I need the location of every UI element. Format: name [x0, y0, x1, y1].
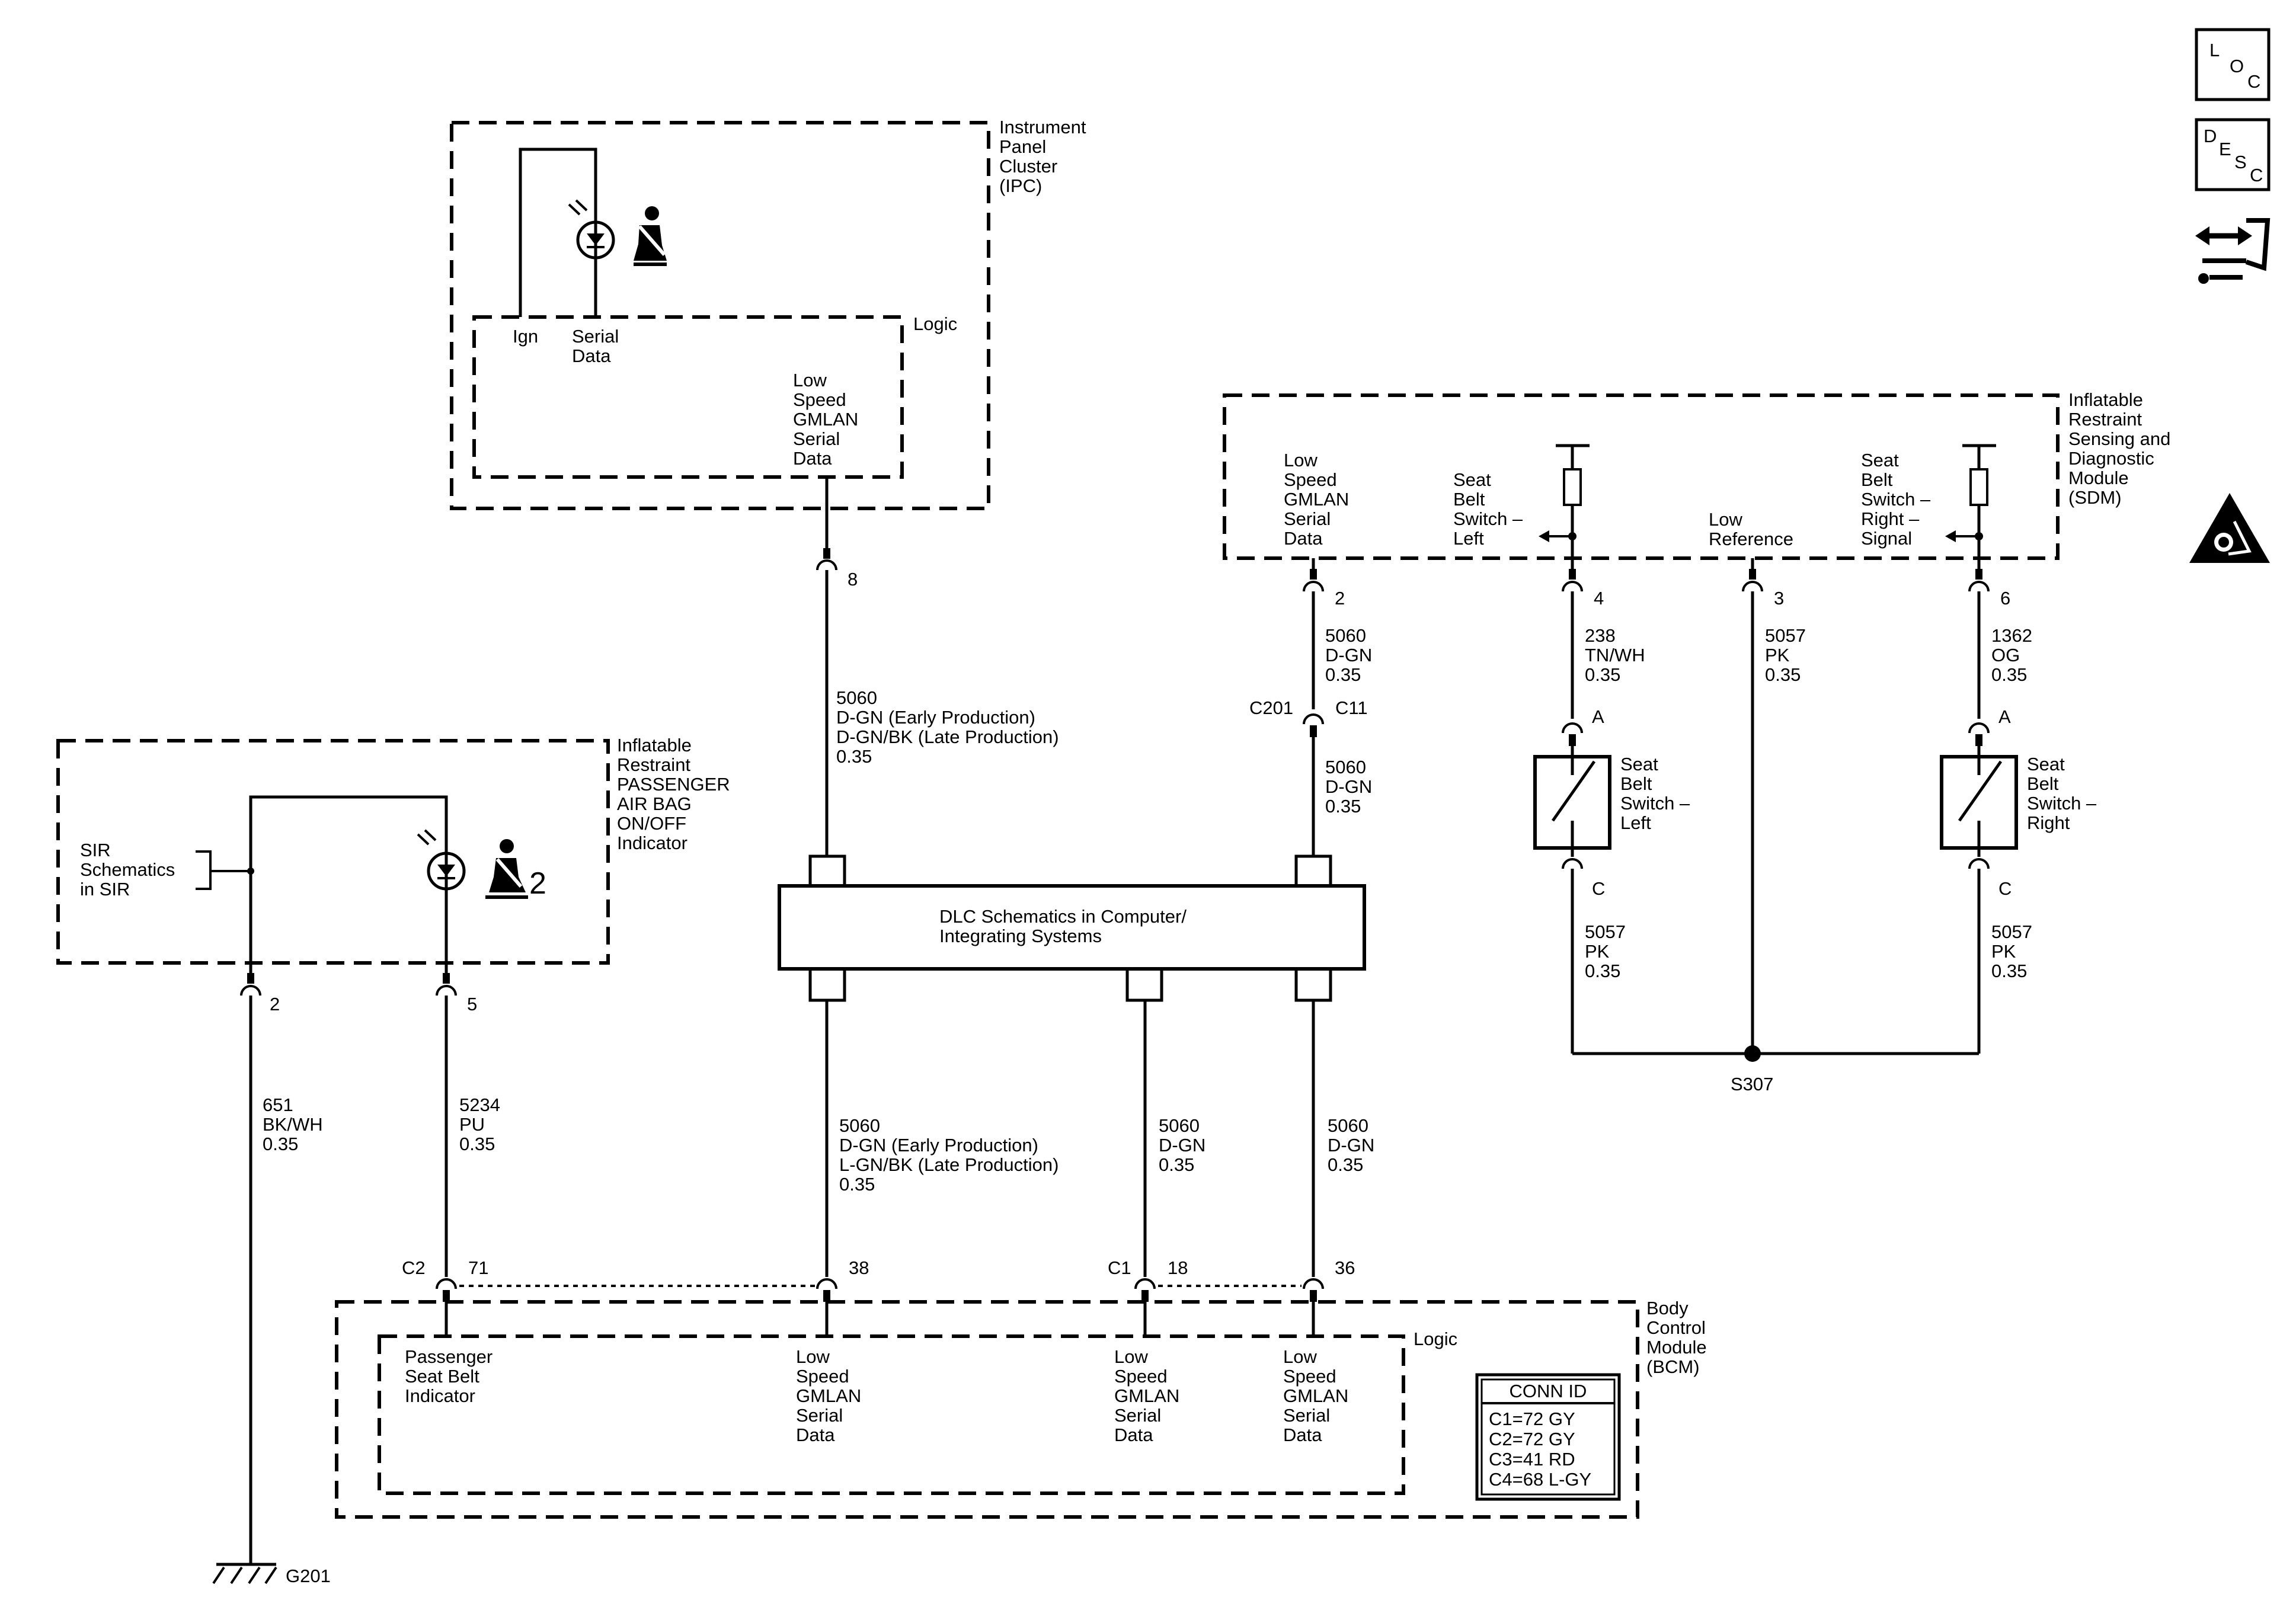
ground-icon: G201: [212, 1544, 331, 1586]
svg-text:C: C: [2250, 165, 2263, 185]
airbag-lamp: [417, 829, 466, 891]
seatbelt-lamp: [568, 199, 615, 260]
dlc-block: DLC Schematics in Computer/Integrating S…: [778, 854, 1366, 1002]
sdm-pins: 2 4 3 6: [1303, 558, 2010, 609]
seatbelt-icon: [634, 206, 667, 266]
sw-right-a: A: [1998, 706, 2011, 727]
bcm-c2-label: C2: [402, 1257, 426, 1278]
pass-pin-5: 5: [467, 994, 477, 1014]
c11-label: C11: [1335, 697, 1368, 718]
sw-right-c: C: [1998, 878, 2012, 899]
pass-pin-2: 2: [270, 994, 280, 1014]
sw-left-a: A: [1592, 706, 1604, 727]
conn-id-title: CONN ID: [1510, 1381, 1587, 1401]
svg-text:L: L: [2209, 40, 2220, 60]
svg-text:D: D: [2204, 126, 2217, 146]
sdm-pin-2: 2: [1335, 588, 1345, 609]
ground-label: G201: [286, 1566, 331, 1586]
bcm-c1-label: C1: [1108, 1257, 1131, 1278]
bcm-pin-36: 36: [1335, 1257, 1355, 1278]
splice-s307: S307: [1572, 1045, 1979, 1094]
svg-text:S: S: [2234, 152, 2247, 172]
bcm-pin-71: 71: [468, 1257, 488, 1278]
ipc-logic-label: Logic: [913, 313, 957, 334]
sw-left-c: C: [1592, 878, 1605, 899]
ipc-pin: 8: [848, 569, 858, 590]
svg-text:O: O: [2230, 56, 2244, 76]
sdm-pin-3: 3: [1774, 588, 1784, 609]
bcm-pin-38: 38: [849, 1257, 869, 1278]
connector-views-icon[interactable]: [2195, 218, 2271, 284]
splice-label: S307: [1731, 1074, 1773, 1094]
sdm-right-pullup: [1945, 444, 1996, 558]
sdm-left-pullup: [1539, 444, 1590, 558]
srs-airbag-caution-icon: [2189, 493, 2270, 563]
passenger-airbag-icon: [485, 839, 528, 899]
bcm-pin-18: 18: [1168, 1257, 1188, 1278]
sdm-pin-6: 6: [2000, 588, 2010, 609]
sdm-pin-4: 4: [1594, 588, 1604, 609]
svg-text:C: C: [2247, 71, 2260, 92]
svg-text:E: E: [2219, 139, 2231, 159]
c201-label: C201: [1249, 697, 1293, 718]
desc-icon[interactable]: D E S C: [2195, 118, 2271, 191]
ipc-ign-label: Ign: [513, 326, 538, 347]
loc-icon[interactable]: L O C: [2195, 28, 2271, 101]
airbag-number: 2: [529, 866, 546, 901]
dlc-label: DLC Schematics in Computer/Integrating S…: [939, 906, 1187, 946]
bcm-logic-label: Logic: [1414, 1329, 1457, 1349]
